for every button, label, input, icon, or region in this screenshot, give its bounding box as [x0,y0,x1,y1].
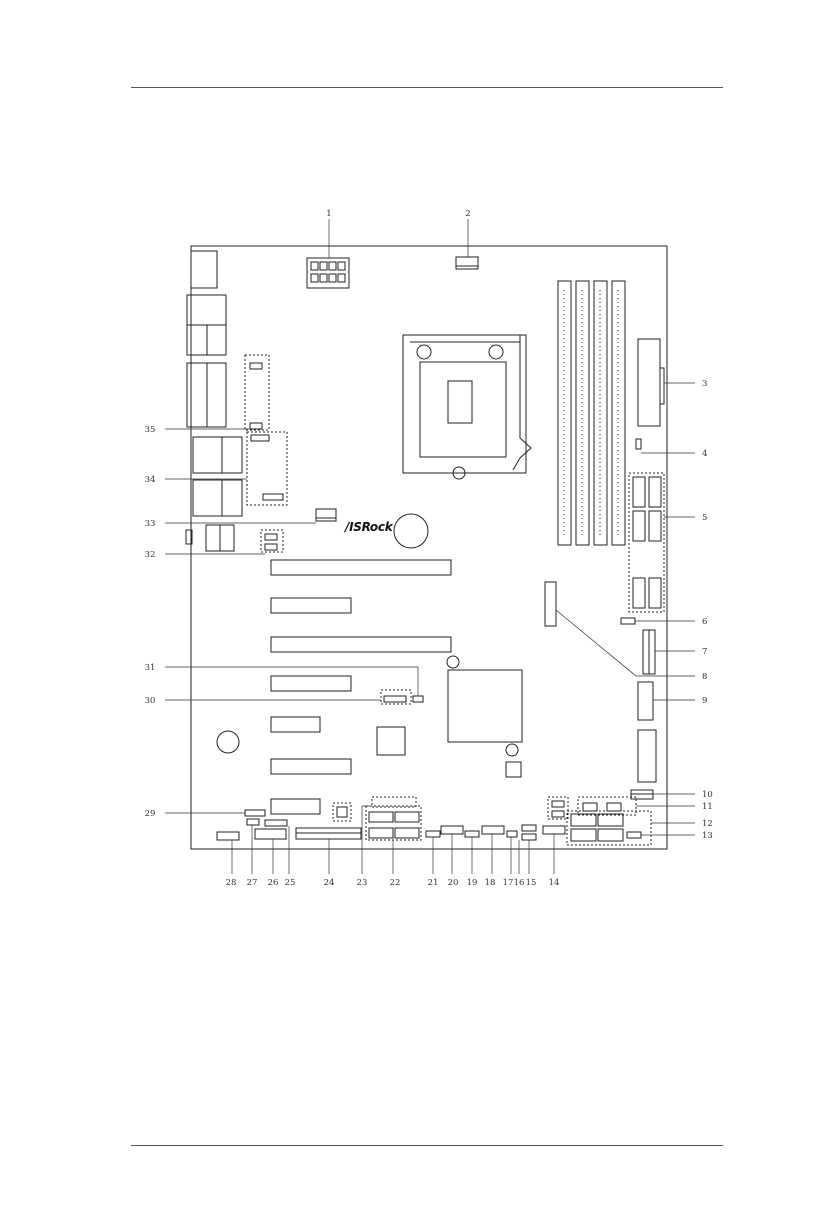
cpu-fan-header [456,257,478,269]
callout-18: 18 [485,878,496,888]
rear-io-panel [186,251,242,551]
callout-13: 13 [702,831,713,841]
leader-lines [165,219,695,874]
atx-24-pin-power [638,339,664,426]
callout-34: 34 [145,475,156,485]
header-13 [627,832,641,838]
callout-22: 22 [390,878,401,888]
callout-8: 8 [702,672,707,682]
connector-8 [545,582,556,626]
callout-5: 5 [702,513,707,523]
callout-20: 20 [448,878,459,888]
callout-35: 35 [145,425,156,435]
callout-9: 9 [702,696,707,706]
callout-7: 7 [702,647,707,657]
callout-16: 16 [514,878,525,888]
callout-17: 17 [503,878,514,888]
callout-11: 11 [702,802,713,812]
header-group-32 [261,530,283,552]
callout-15: 15 [526,878,537,888]
callout-23: 23 [357,878,368,888]
callout-28: 28 [226,878,237,888]
callout-31: 31 [145,663,156,673]
cmos-battery [394,514,428,548]
header-30-pins [384,696,406,702]
callout-25: 25 [285,878,296,888]
bottom-headers [217,797,565,840]
callout-33: 33 [145,519,156,529]
callout-14: 14 [549,878,560,888]
header-10 [631,790,653,799]
callout-27: 27 [247,878,258,888]
callout-12: 12 [702,819,713,829]
cpu-socket [403,335,531,479]
callout-2: 2 [465,209,470,219]
expansion-slots [271,560,451,814]
jumper-4 [636,439,641,449]
brand-logo: /ISRock [343,520,394,534]
jumper-31 [413,696,423,702]
board-outline [191,246,667,849]
component-round [217,731,239,753]
callout-labels: 1 2 3 4 5 6 7 8 9 10 11 12 13 14 15 16 1… [145,209,713,888]
sata-ports [629,473,664,612]
callout-6: 6 [702,617,707,627]
callout-4: 4 [702,449,707,459]
callout-30: 30 [145,696,156,706]
jumper-6 [621,618,635,624]
callout-26: 26 [268,878,279,888]
callout-10: 10 [702,790,713,800]
connector-9b [638,730,656,782]
controller-chip [377,727,405,755]
header-group-34 [247,432,287,505]
atx-12v-power-connector [307,258,349,288]
callout-19: 19 [467,878,478,888]
callout-3: 3 [702,379,707,389]
header-group-35 [245,355,269,430]
dimm-slots [558,281,625,545]
callout-29: 29 [145,809,156,819]
callout-1: 1 [326,209,331,219]
callout-32: 32 [145,550,156,560]
callout-24: 24 [324,878,335,888]
fan-header-33 [316,509,336,521]
callout-21: 21 [428,878,439,888]
connector-9 [638,682,653,720]
header-7 [643,630,655,674]
chipset-heatsink [447,656,522,777]
